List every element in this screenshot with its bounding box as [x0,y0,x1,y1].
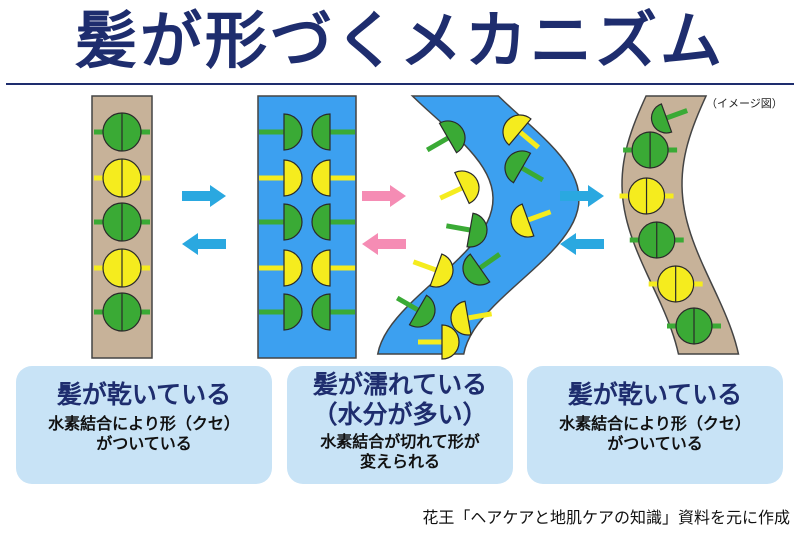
hair-strand-wet-wavy [376,95,580,355]
broken-bond-half [502,114,540,150]
state-box-dry-right: 髪が乾いている 水素結合により形（クセ） がついている [527,366,783,484]
state-box-wet: 髪が濡れている （水分が多い） 水素結合が切れて形が 変えられる [287,366,513,484]
broken-bond-half [311,249,355,287]
hydrogen-bond [94,292,150,332]
state-heading: 髪が乾いている [56,380,232,409]
broken-bond-half [311,293,355,331]
broken-bond-half [445,212,488,248]
description-line: 水素結合により形（クセ） [48,414,240,433]
arrow-left-icon [560,233,604,255]
state-box-dry-left: 髪が乾いている 水素結合により形（クセ） がついている [16,366,272,484]
broken-bond-half [259,293,303,331]
broken-bond-half [311,113,355,151]
description-line: 水素結合が切れて形が [320,432,480,451]
hydrogen-bond [648,265,703,303]
state-description: 水素結合により形（クセ） がついている [527,414,783,454]
broken-bond-half [311,203,355,241]
arrow-right-icon [362,185,406,207]
hydrogen-bond [94,248,150,288]
arrow-right-icon [182,185,226,207]
arrow-left-icon [362,233,406,255]
hydrogen-bond [667,307,722,345]
hair-strand-wet-straight [257,95,357,359]
arrow-left-icon [182,233,226,255]
description-line: がついている [607,434,703,453]
broken-bond-half [418,324,460,360]
broken-bond-half [462,252,502,286]
heading-line: （水分が多い） [312,400,488,429]
description-line: 水素結合により形（クセ） [559,414,751,433]
hydrogen-bond [94,112,150,152]
broken-bond-half [425,120,466,154]
broken-bond-half [412,253,454,288]
description-line: 変えられる [359,452,440,471]
title-underline [6,83,794,85]
page-title: 髪が形づくメカニズム [74,4,725,77]
broken-bond-half [259,159,303,197]
source-credit: 花王「ヘアケアと地肌ケアの知識」資料を元に作成 [422,508,790,527]
state-description: 水素結合が切れて形が 変えられる [287,432,513,472]
heading-line: 髪が濡れている [312,370,488,399]
state-heading: 髪が乾いている [567,380,743,409]
broken-bond-half [311,159,355,197]
image-note: （イメージ図） [706,97,783,110]
broken-bond-half [504,150,545,184]
broken-bond-half [450,300,493,336]
hydrogen-bond [619,177,674,215]
hair-strands [91,95,740,360]
broken-bond-half [510,203,552,238]
hydrogen-bond [94,158,150,198]
broken-bond-half [259,203,303,241]
broken-bond-half [650,103,689,134]
state-description: 水素結合により形（クセ） がついている [16,414,272,454]
hydrogen-bond [94,202,150,242]
arrow-right-icon [560,185,604,207]
state-heading: 髪が濡れている （水分が多い） [287,370,513,430]
broken-bond-half [259,113,303,151]
broken-bond-half [439,170,480,205]
description-line: がついている [96,434,192,453]
transition-arrows [182,185,604,255]
broken-bond-half [395,294,436,328]
hydrogen-bond [623,131,678,169]
broken-bond-half [259,249,303,287]
hydrogen-bond [629,221,684,259]
